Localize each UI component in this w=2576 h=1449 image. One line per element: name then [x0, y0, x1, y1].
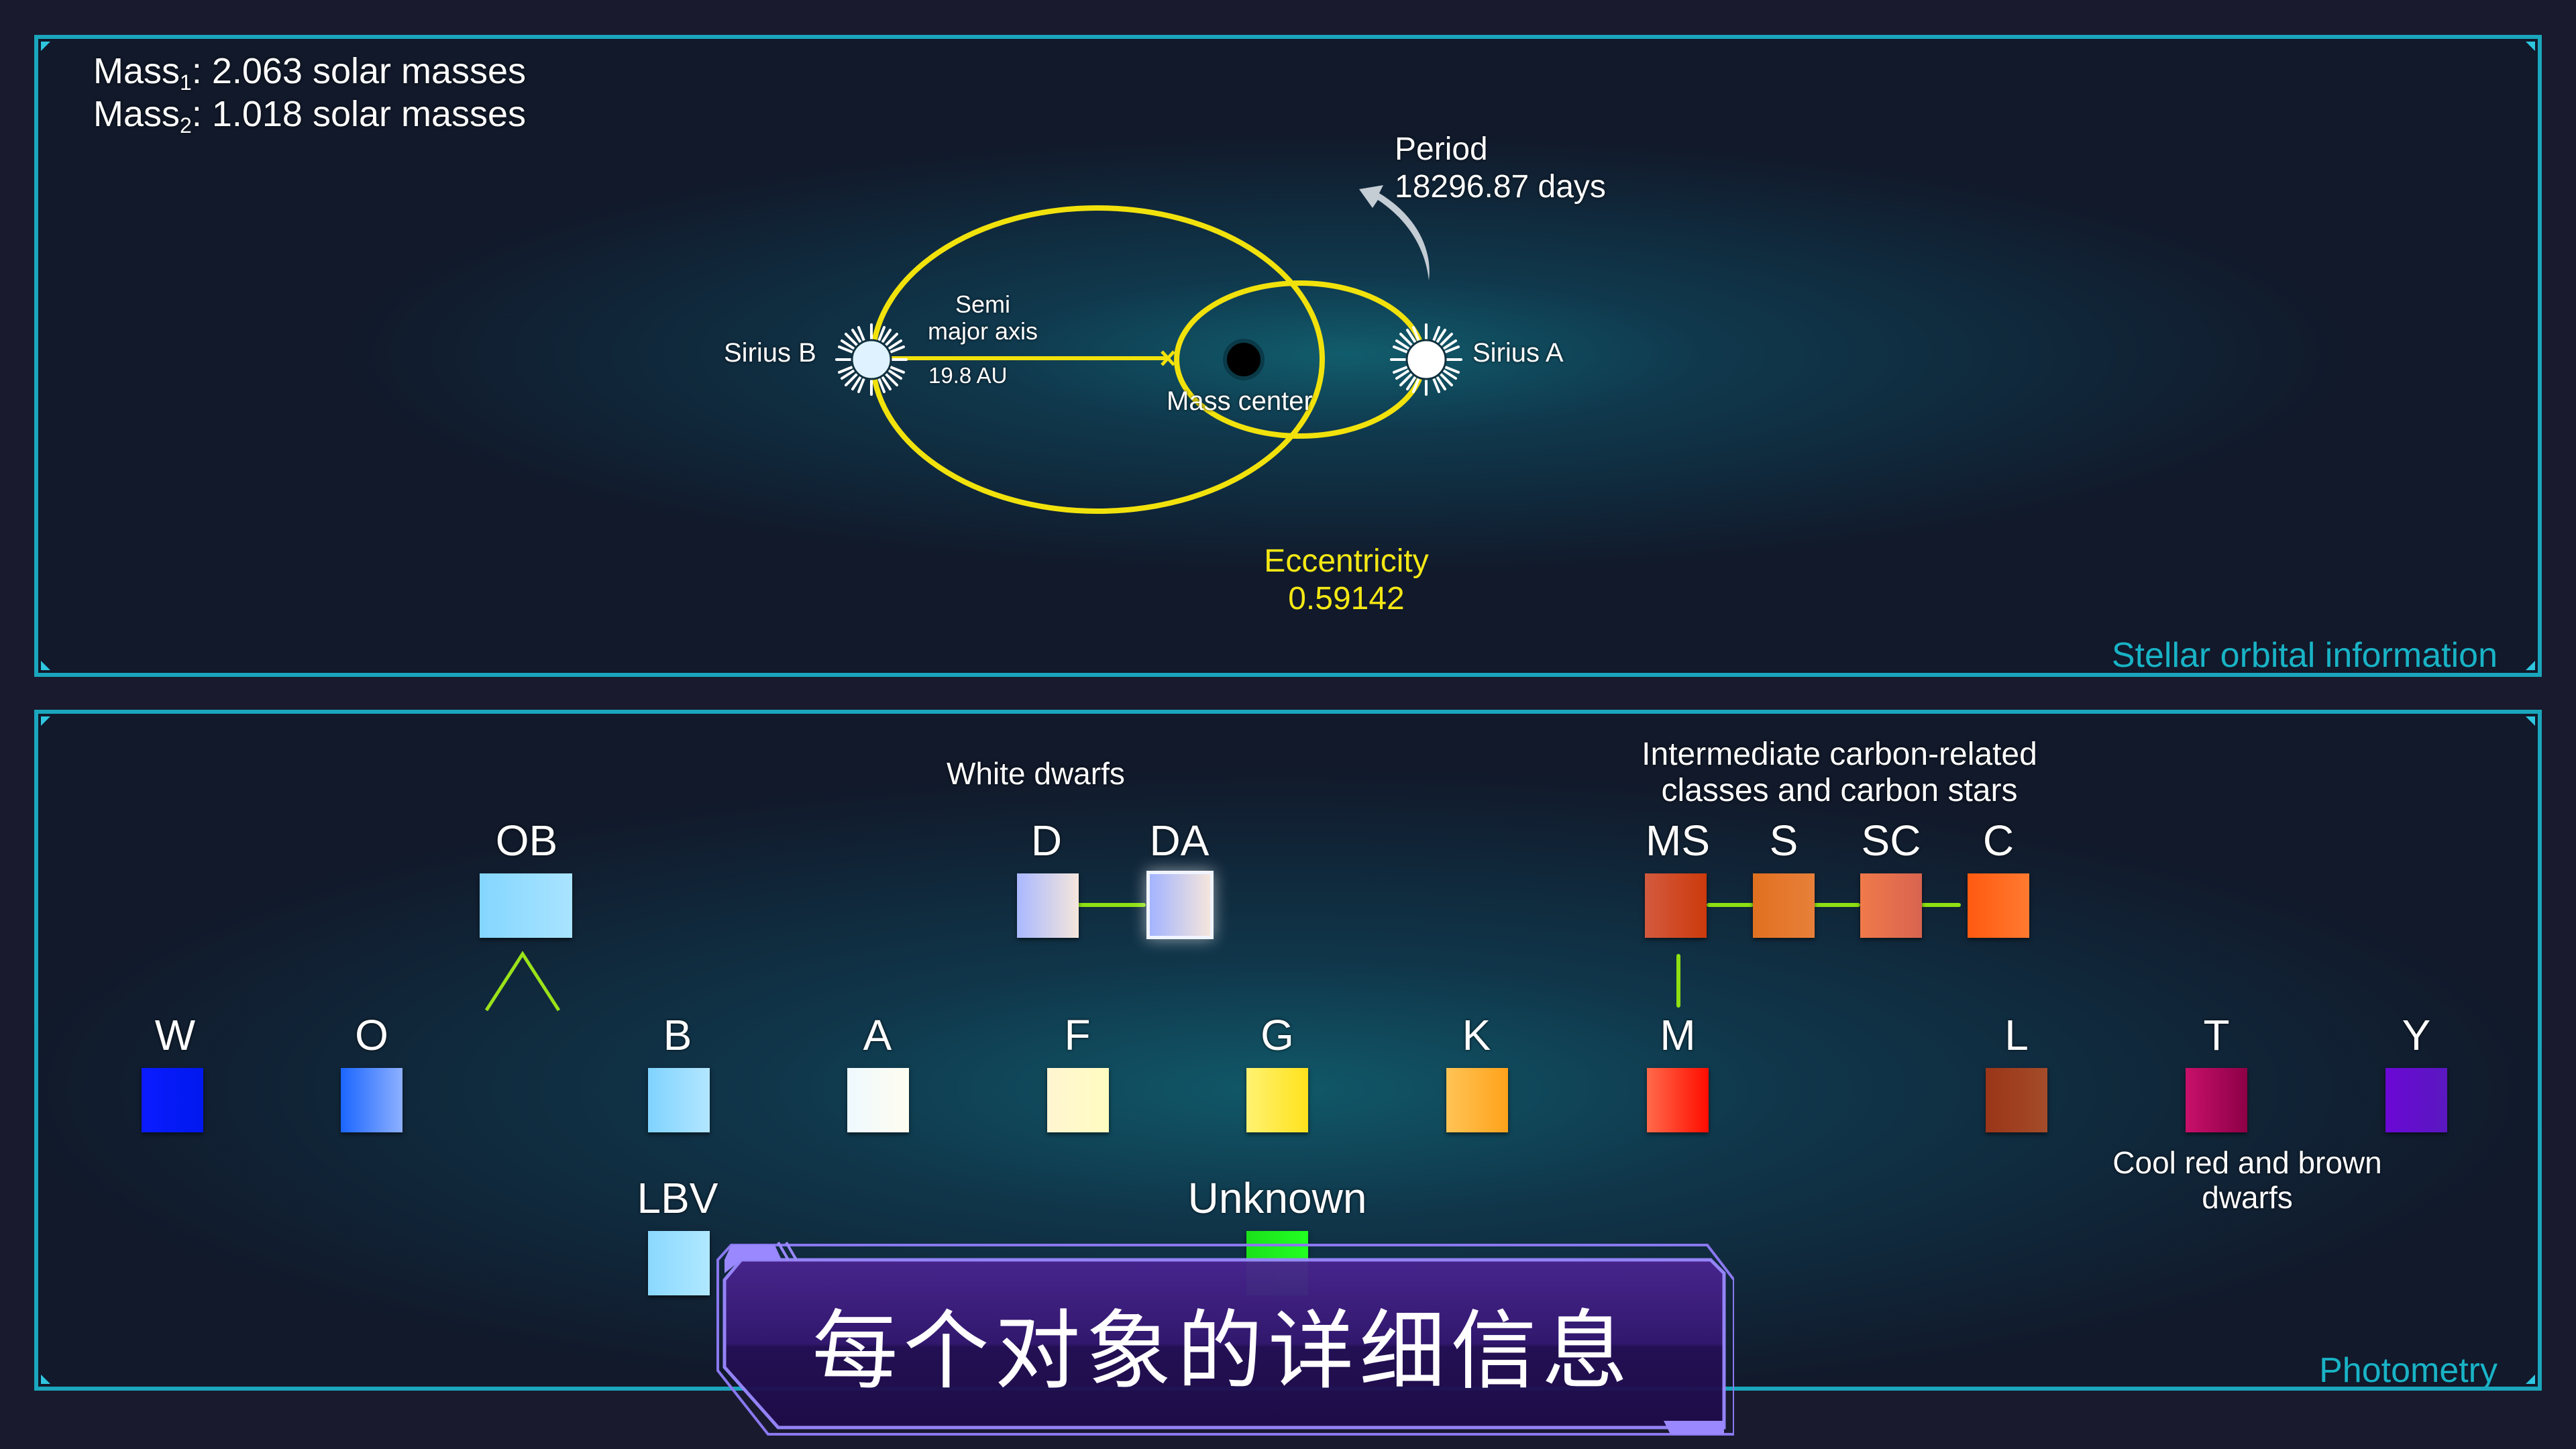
corner-accent — [41, 1375, 50, 1384]
mass-center-dot — [1223, 339, 1265, 380]
class-ob-swatch[interactable] — [480, 873, 572, 938]
banner-frame — [716, 1242, 1734, 1436]
class-ms-swatch[interactable] — [1645, 873, 1707, 938]
class-f-swatch[interactable] — [1047, 1068, 1109, 1132]
period-value: 18296.87 days — [1395, 169, 1606, 205]
class-label: F — [1064, 1011, 1091, 1059]
class-ms[interactable]: MS — [1646, 816, 1710, 885]
class-y-swatch[interactable] — [2385, 1068, 2447, 1132]
class-o[interactable]: O — [341, 1014, 402, 1079]
class-k-swatch[interactable] — [1446, 1068, 1508, 1132]
ms-m-connector — [1676, 954, 1680, 1008]
class-w-swatch[interactable] — [142, 1068, 203, 1132]
class-label: B — [663, 1011, 692, 1059]
class-c-swatch[interactable] — [1968, 873, 2029, 938]
stellar-orbital-panel: Mass1: 2.063 solar masses Mass2: 1.018 s… — [34, 35, 2542, 677]
class-m[interactable]: M — [1647, 1014, 1709, 1079]
period-label: Period — [1395, 131, 1488, 167]
class-label: L — [2004, 1011, 2029, 1059]
sc-c-connector — [1921, 903, 1961, 907]
semi-major-axis-label: Semi major axis — [927, 290, 1038, 345]
corner-accent — [2526, 42, 2535, 51]
corner-accent — [2526, 661, 2535, 670]
class-o-swatch[interactable] — [341, 1068, 402, 1132]
class-c[interactable]: C — [1968, 819, 2029, 885]
class-label: Y — [2402, 1011, 2431, 1059]
class-f[interactable]: F — [1046, 1014, 1108, 1079]
class-label: G — [1260, 1011, 1294, 1059]
mass-center-label: Mass center — [1167, 386, 1313, 416]
class-label: OB — [495, 816, 558, 865]
class-y[interactable]: Y — [2385, 1014, 2447, 1079]
class-l-swatch[interactable] — [1986, 1068, 2047, 1132]
class-s[interactable]: S — [1753, 819, 1815, 885]
orbit-diagram — [835, 185, 1462, 514]
class-label: SC — [1861, 816, 1921, 865]
class-da[interactable]: DA — [1148, 819, 1210, 885]
class-sc-swatch[interactable] — [1860, 873, 1922, 938]
class-g-swatch[interactable] — [1246, 1068, 1308, 1132]
panel-title: Photometry — [2319, 1351, 2498, 1390]
class-label: LBV — [637, 1174, 718, 1222]
period-arrow — [1359, 185, 1430, 280]
class-label: T — [2203, 1011, 2230, 1059]
panel-title: Stellar orbital information — [2111, 636, 2498, 675]
class-label: O — [355, 1011, 388, 1059]
class-sc[interactable]: SC — [1860, 819, 1922, 885]
class-d-swatch[interactable] — [1017, 873, 1079, 938]
white-dwarfs-label: White dwarfs — [947, 756, 1125, 791]
subtitle-text: 每个对象的详细信息 — [812, 1301, 1633, 1401]
class-l[interactable]: L — [1986, 1014, 2047, 1079]
class-label: A — [863, 1011, 892, 1059]
corner-accent — [41, 661, 50, 670]
class-a-swatch[interactable] — [847, 1068, 909, 1132]
class-lbv-swatch[interactable] — [648, 1231, 710, 1295]
sirius-a-star — [1405, 339, 1447, 380]
class-unknown[interactable]: Unknown — [1188, 1177, 1367, 1242]
eccentricity-label: Eccentricity — [1264, 543, 1429, 579]
class-label: MS — [1646, 816, 1710, 865]
class-label: D — [1030, 816, 1063, 865]
class-ob[interactable]: OB — [496, 819, 557, 885]
mass-1-readout: Mass1: 2.063 solar masses — [93, 51, 527, 95]
semi-major-axis-value: 19.8 AU — [928, 363, 1008, 388]
s-sc-connector — [1813, 903, 1860, 907]
class-g[interactable]: G — [1246, 1014, 1308, 1079]
ob-branch-connector — [484, 951, 561, 1012]
class-s-swatch[interactable] — [1753, 873, 1815, 938]
class-label: C — [1982, 816, 2015, 865]
class-b-swatch[interactable] — [648, 1068, 710, 1132]
class-label: DA — [1149, 816, 1210, 865]
class-lbv[interactable]: LBV — [637, 1177, 718, 1242]
corner-accent — [2526, 1375, 2535, 1384]
class-t[interactable]: T — [2186, 1014, 2247, 1079]
subtitle-banner: 每个对象的详细信息 — [711, 1233, 1734, 1438]
class-m-swatch[interactable] — [1647, 1068, 1709, 1132]
corner-accent — [2526, 716, 2535, 726]
class-label: Unknown — [1187, 1174, 1367, 1222]
sirius-a-label: Sirius A — [1472, 338, 1564, 368]
class-k[interactable]: K — [1446, 1014, 1507, 1079]
carbon-stars-label: Intermediate carbon-related classes and … — [1642, 737, 2037, 808]
corner-accent — [41, 42, 50, 51]
sirius-b-label: Sirius B — [724, 338, 816, 368]
class-d[interactable]: D — [1016, 819, 1077, 885]
class-label: K — [1462, 1011, 1491, 1059]
class-da-swatch[interactable] — [1146, 871, 1214, 939]
class-b[interactable]: B — [647, 1014, 708, 1079]
class-t-swatch[interactable] — [2186, 1068, 2247, 1132]
class-label: S — [1769, 816, 1799, 865]
class-label: M — [1660, 1011, 1696, 1059]
corner-accent — [41, 716, 50, 726]
class-a[interactable]: A — [847, 1014, 908, 1079]
sirius-b-star — [851, 339, 892, 380]
cool-dwarfs-label: Cool red and brown dwarfs — [2112, 1145, 2382, 1215]
class-w[interactable]: W — [144, 1014, 206, 1079]
d-da-connector — [1076, 903, 1146, 907]
eccentricity-value: 0.59142 — [1288, 581, 1405, 616]
class-label: W — [154, 1011, 196, 1059]
ms-s-connector — [1707, 903, 1754, 907]
mass-2-readout: Mass2: 1.018 solar masses — [93, 94, 527, 138]
